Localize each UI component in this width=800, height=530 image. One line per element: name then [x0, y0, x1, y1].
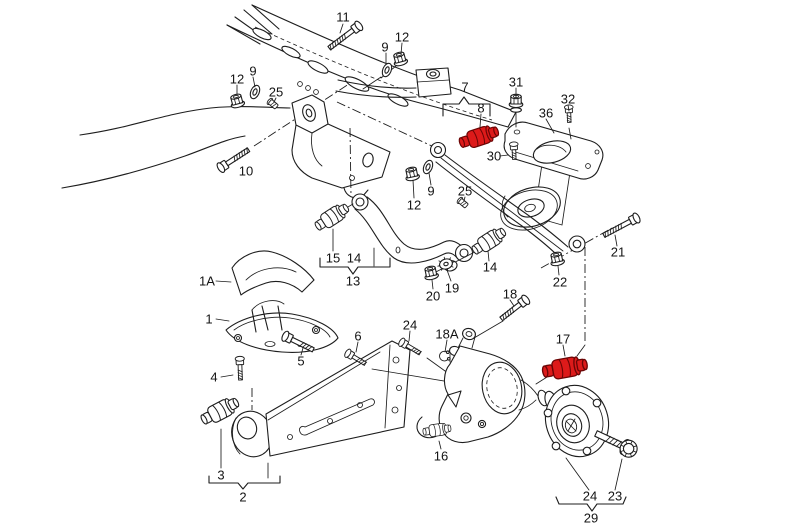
callout-3: 3: [217, 467, 225, 483]
callout-23: 23: [607, 488, 623, 504]
callout-leader-lines: [215, 23, 623, 491]
callout-21: 21: [610, 244, 626, 260]
trailing-arm-drawing: [231, 340, 411, 458]
callout-12: 12: [406, 197, 422, 213]
wheel-carrier-drawing: [416, 327, 539, 444]
callout-16: 16: [433, 448, 449, 464]
callout-19: 19: [444, 280, 460, 296]
trailing-arm-mount-drawing: [225, 250, 339, 353]
bolt-drawings: [216, 20, 641, 381]
callout-17: 17: [555, 331, 571, 347]
callout-10: 10: [238, 163, 254, 179]
bolt-10: [216, 147, 251, 173]
wheel-hub-drawing: [537, 384, 610, 458]
callout-6: 6: [354, 328, 362, 344]
bolt-11: [327, 20, 364, 51]
highlighted-bushing-8: [458, 125, 500, 149]
callout-25: 25: [457, 183, 473, 199]
callout-2: 2: [239, 489, 247, 505]
callout-9: 9: [427, 183, 435, 199]
nut-12-left: [230, 93, 246, 109]
callout-32: 32: [560, 91, 576, 107]
spring-plate-drawing: [503, 121, 604, 180]
assembly-bracket-glyphs: [208, 96, 627, 512]
hub-bolt-drawing: [594, 430, 638, 458]
bolt-5: [281, 330, 315, 353]
callout-9: 9: [381, 39, 389, 55]
bolt-30: [509, 141, 519, 160]
callout-14: 14: [346, 250, 362, 266]
callout-13: 13: [345, 273, 361, 289]
bolt-18: [499, 294, 531, 322]
callout-24: 24: [582, 488, 598, 504]
callout-20: 20: [425, 288, 441, 304]
callout-18A: 18A: [435, 326, 459, 342]
bolt-32: [564, 104, 574, 123]
callout-12: 12: [394, 29, 410, 45]
subframe-mount-bracket-drawing: [291, 94, 391, 199]
callout-5: 5: [297, 353, 305, 369]
callout-24: 24: [402, 317, 418, 333]
washer-9-mid: [422, 159, 434, 175]
nut-20: [424, 265, 439, 281]
callout-1A: 1A: [199, 273, 215, 289]
carrier-bushing-16: [422, 422, 452, 437]
callout-8: 8: [477, 100, 485, 116]
callout-36: 36: [538, 105, 554, 121]
clip-18A: [439, 350, 451, 362]
washer-9-left: [249, 84, 261, 100]
callout-12: 12: [229, 71, 245, 87]
nut-12-mid: [405, 166, 420, 182]
callout-25: 25: [268, 84, 284, 100]
callout-14: 14: [482, 259, 498, 275]
bolt-6: [344, 348, 368, 366]
upper-arm-bushing-14: [471, 227, 507, 255]
body-outline-lines: [61, 106, 291, 189]
callout-29: 29: [583, 510, 599, 526]
lower-control-arm-drawing: [429, 141, 586, 257]
bolt-21: [602, 212, 641, 238]
upper-arm-bushing-15: [314, 203, 350, 231]
upper-control-arm-drawing: [340, 193, 505, 277]
callout-11: 11: [336, 9, 350, 25]
nut-22: [550, 251, 565, 267]
rear-subframe-crossmember-drawing: [226, 4, 517, 128]
trailing-arm-bushing-3: [200, 397, 240, 425]
bolt-4: [234, 355, 245, 381]
callout-1: 1: [205, 311, 213, 327]
callout-15: 15: [325, 250, 341, 266]
callout-30: 30: [486, 148, 502, 164]
washer-9-right: [381, 62, 393, 78]
bolt-24: [398, 337, 422, 356]
stud-25-left: [266, 97, 279, 110]
callout-18: 18: [502, 286, 518, 302]
stud-25-mid: [456, 196, 469, 209]
callout-31: 31: [508, 74, 524, 90]
nut-12-right: [393, 51, 409, 67]
callout-22: 22: [552, 274, 568, 290]
nut-and-washer-drawings: [230, 51, 565, 362]
cam-washer-19: [437, 256, 458, 272]
callout-7: 7: [461, 79, 469, 95]
highlighted-bushing-17: [541, 356, 588, 380]
callout-9: 9: [249, 63, 257, 79]
callout-4: 4: [210, 369, 218, 385]
